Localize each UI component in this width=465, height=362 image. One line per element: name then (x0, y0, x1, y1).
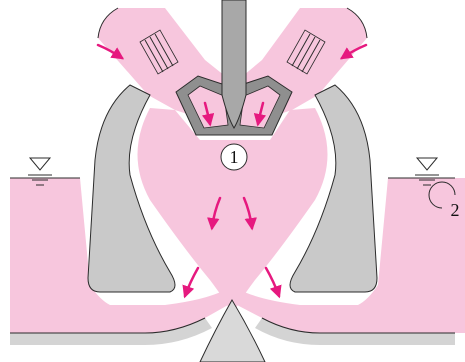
station-marker-1: 1 (221, 144, 247, 170)
needle-valve-stem (222, 0, 246, 128)
flow-arrow-icon (185, 268, 198, 296)
station-label-2: 2 (451, 200, 460, 220)
inverted-triangle-water-level-icon (417, 158, 437, 170)
flow-arrow-icon (266, 268, 279, 296)
inverted-triangle-water-level-icon (30, 158, 50, 170)
station-label-1: 1 (230, 147, 239, 167)
